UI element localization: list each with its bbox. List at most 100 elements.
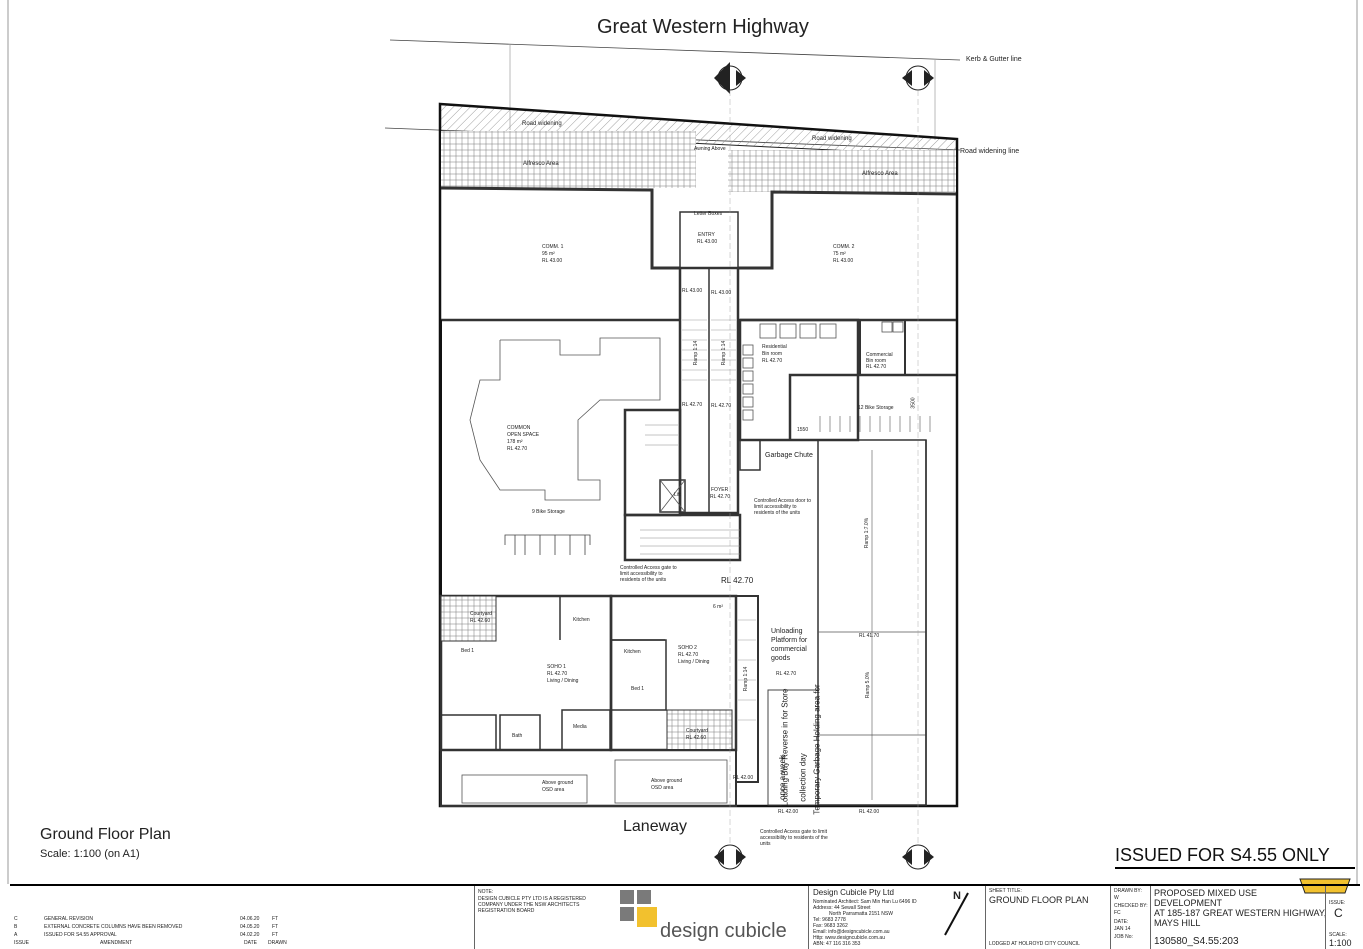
comm1-label: COMM. 1 — [542, 244, 564, 250]
common-rl: RL 42.70 — [507, 446, 528, 452]
unloading-label-4: goods — [771, 655, 791, 662]
corridor-rl-c: RL 42.70 — [682, 402, 703, 408]
drawn-by: W — [1114, 895, 1119, 901]
project-panel: PROPOSED MIXED USE DEVELOPMENT AT 185-18… — [1150, 886, 1326, 949]
amend-head-issue: ISSUE — [14, 940, 30, 946]
project-line-2: DEVELOPMENT — [1154, 898, 1223, 908]
loading-bay-note-4: collection day — [798, 753, 808, 802]
section-marker-a-bottom — [714, 844, 746, 870]
amend-row-c-date: 04.06.20 — [240, 916, 260, 922]
courtyard1-rl: RL 42.60 — [470, 618, 491, 624]
amend-head-amendment: AMENDMENT — [100, 940, 133, 946]
common-area: 178 m² — [507, 439, 523, 445]
road-widening-line-label: Road widening line — [960, 148, 1020, 155]
sheet-title-panel: SHEET TITLE: GROUND FLOOR PLAN LODGED AT… — [985, 886, 1111, 949]
section-marker-b-bottom — [902, 844, 934, 870]
loading-bay-note-2: Temporary Garbage Holding area for — [812, 684, 822, 815]
amend-row-b-desc: EXTERNAL CONCRETE COLUMNS HAVE BEEN REMO… — [44, 924, 183, 930]
bike12-label: 12 Bike Storage — [858, 405, 894, 411]
alfresco-left-label: Alfresco Area — [523, 161, 559, 167]
comm2-label: COMM. 2 — [833, 244, 855, 250]
osd2-label: Above ground — [651, 778, 683, 784]
issue-panel: ISSUE: C SCALE: 1:100 — [1325, 886, 1361, 949]
amend-row-a-by: FT — [272, 932, 279, 938]
dim-1550: 1550 — [797, 427, 809, 433]
soho1-use: Living / Dining — [547, 678, 579, 684]
amend-row-a-date: 04.02.20 — [240, 932, 260, 938]
issue-label: ISSUE: — [1329, 900, 1346, 906]
amend-row-c-desc: GENERAL REVISION — [44, 916, 93, 922]
project-line-3: AT 185-187 GREAT WESTERN HIGHWAY, — [1154, 908, 1327, 918]
firm-email: Email: info@designcubicle.com.au — [813, 929, 890, 935]
osd2-label-2: OSD area — [651, 785, 674, 791]
lift-label: Lift — [674, 492, 681, 498]
amend-row-c-issue: C — [14, 916, 18, 922]
comm2-rl: RL 43.00 — [833, 258, 854, 264]
issue-value: C — [1334, 906, 1343, 920]
unloading-rl: RL 42.70 — [776, 671, 797, 677]
job-label: JOB No: — [1114, 934, 1133, 940]
drawn-panel: DRAWN BY: W CHECKED BY: FC DATE: JAN 14 … — [1110, 886, 1151, 949]
road-widening-label-2: Road widening — [812, 136, 852, 142]
ramp-label-1: Ramp 1:14 — [693, 340, 700, 366]
north-arrow-label: N — [953, 890, 961, 902]
kitchen2-label: Kitchen — [624, 649, 641, 655]
kerb-label: Kerb & Gutter line — [966, 56, 1022, 63]
unloading-label-1: Unloading — [771, 628, 803, 635]
checked-by: FC — [1114, 910, 1121, 916]
bed1a-label: Bed 1 — [461, 648, 475, 654]
street-name-top: Great Western Highway — [597, 16, 809, 38]
amend-head-drawn: DRAWN — [268, 940, 287, 946]
courtyard2-label: Courtyard — [686, 728, 708, 734]
ramp-vehicle-2: Ramp 5.0% — [865, 671, 872, 699]
access-gate-note: Controlled Access gate to limit accessib… — [620, 565, 677, 583]
job-number: 130580_S4.55:203 — [1154, 936, 1239, 947]
store-area: 6 m² — [713, 604, 723, 610]
rl-4200-c: RL 42.00 — [859, 809, 880, 815]
foyer-label: FOYER — [711, 487, 729, 493]
letter-boxes-label: Letter Boxes — [694, 211, 723, 217]
alfresco-right-label: Alfresco Area — [862, 171, 898, 177]
amend-row-c-by: FT — [272, 916, 279, 922]
comm-bin-label: Commercial — [866, 352, 893, 358]
dim-3500: 3500 — [910, 397, 917, 409]
res-bin-label-2: Bin room — [762, 351, 783, 357]
awning-label: Awning Above — [694, 146, 726, 152]
logo-text: design cubicle — [660, 920, 787, 942]
plan-title: Ground Floor Plan — [40, 826, 171, 843]
drawn-by-label: DRAWN BY: — [1114, 888, 1142, 894]
ramp-label-2: Ramp 1:14 — [721, 340, 728, 366]
notes-text: DESIGN CUBICLE PTY LTD IS A REGISTERED C… — [478, 896, 586, 914]
res-bin-label: Residential — [762, 344, 787, 350]
sheet-title-label: SHEET TITLE: — [989, 888, 1022, 894]
common-label-2: OPEN SPACE — [507, 432, 540, 438]
firm-name: Design Cubicle Pty Ltd — [813, 888, 894, 897]
comm1-rl: RL 43.00 — [542, 258, 563, 264]
amend-row-a-issue: A — [14, 932, 18, 938]
street-name-bottom: Laneway — [623, 818, 688, 835]
access-door-note: Controlled Access door to limit accessib… — [754, 498, 811, 516]
garbage-chute-label: Garbage Chute — [765, 452, 813, 459]
amend-row-a-desc: ISSUED FOR S4.55 APPROVAL — [44, 932, 117, 938]
common-label: COMMON — [507, 425, 531, 431]
ramp-vehicle-1: Ramp 1:7.0% — [864, 517, 871, 549]
firm-panel: Design Cubicle Pty Ltd Nominated Archite… — [808, 886, 927, 949]
firm-address-1: Address: 44 Sewall Street — [813, 905, 871, 911]
corridor-rl-a: RL 43.00 — [682, 288, 703, 294]
soho1-label: SOHO 1 — [547, 664, 566, 670]
notes-panel: NOTE: DESIGN CUBICLE PTY LTD IS A REGIST… — [474, 886, 615, 949]
corridor-rl-b: RL 43.00 — [711, 290, 732, 296]
comm-bin-rl: RL 42.70 — [866, 364, 887, 370]
osd1-label: Above ground — [542, 780, 574, 786]
access-gate-note-2: Controlled Access gate to limit accessib… — [760, 829, 828, 847]
project-line-1: PROPOSED MIXED USE — [1154, 888, 1258, 898]
foyer-rl: RL 42.70 — [710, 494, 731, 500]
issued-stamp: ISSUED FOR S4.55 ONLY — [1115, 845, 1355, 869]
media-label: Media — [573, 724, 587, 730]
firm-abn: ABN: 47 116 316 353 — [813, 941, 861, 947]
bath-label: Bath — [512, 733, 523, 739]
kitchen1-label: Kitchen — [573, 617, 590, 623]
firm-tel: Tel: 9683 2778 — [813, 917, 846, 923]
